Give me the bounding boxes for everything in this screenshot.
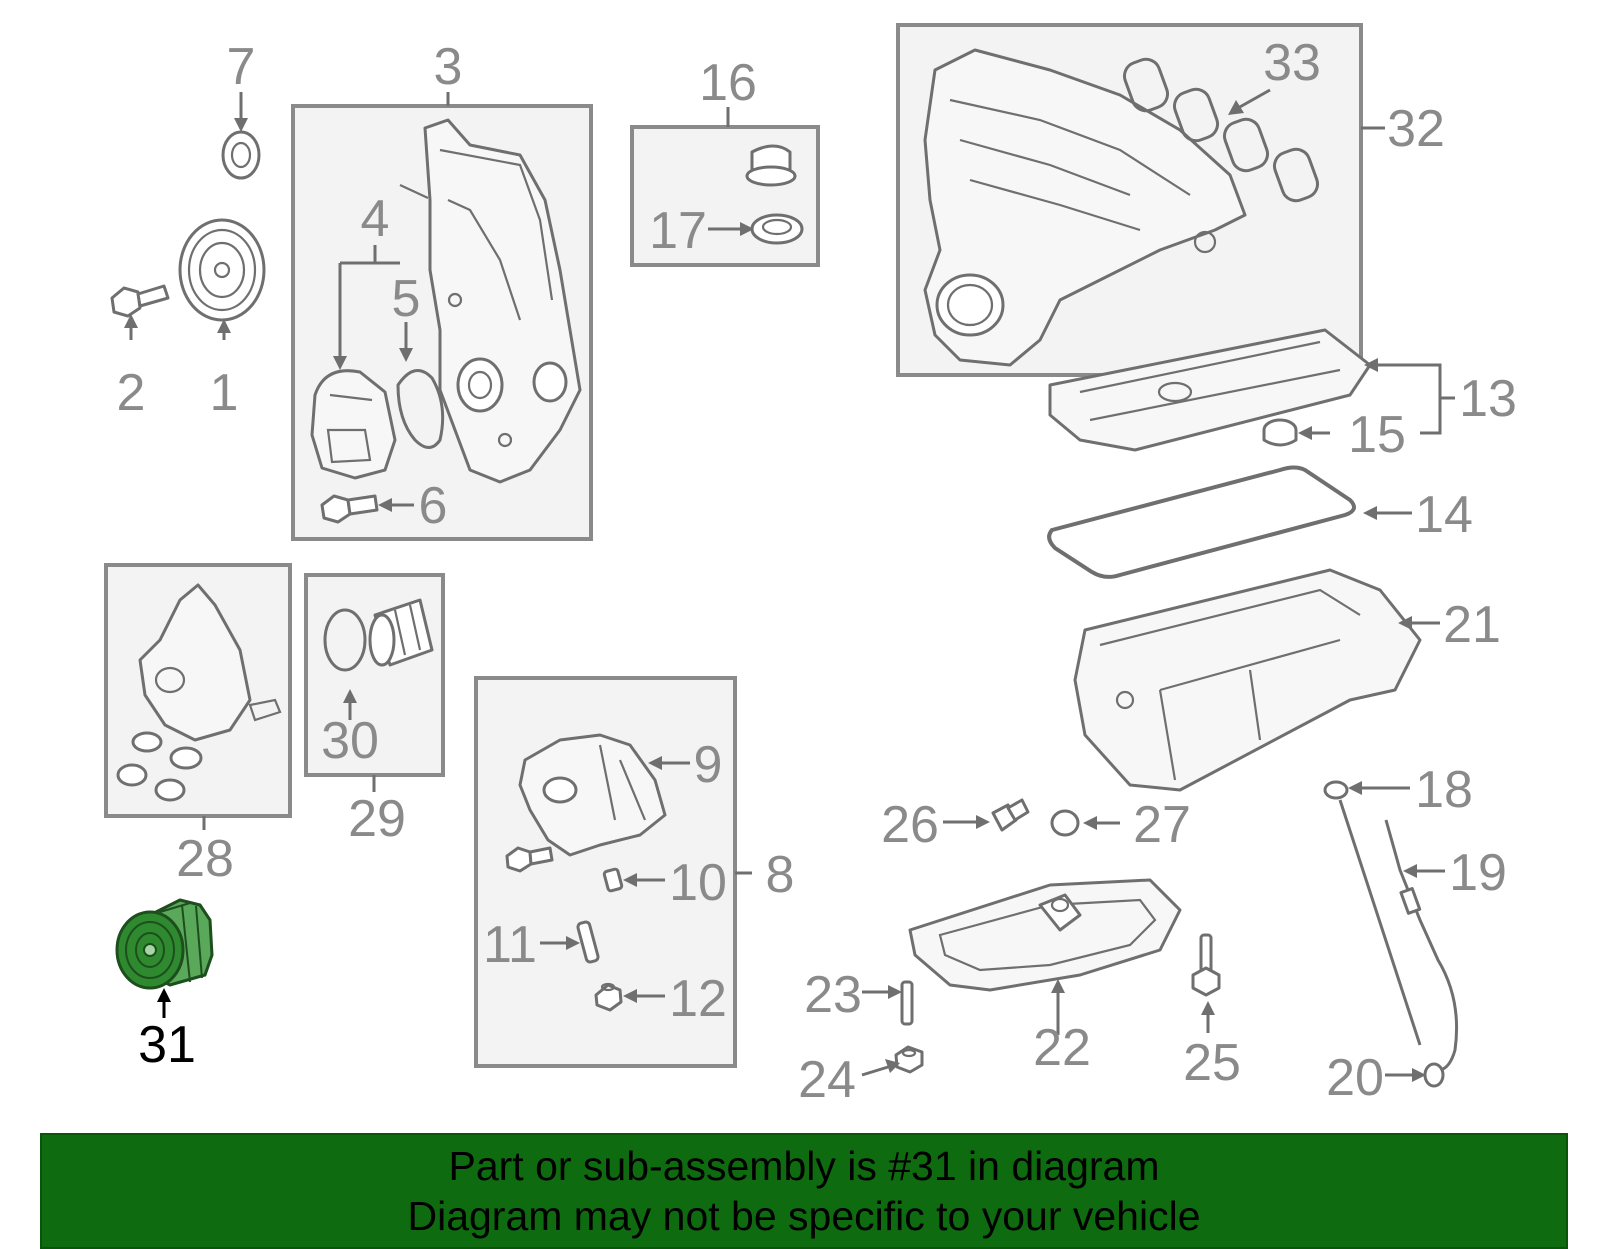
info-banner: Part or sub-assembly is #31 in diagram D… bbox=[40, 1133, 1568, 1249]
part-4-water-pump-drawing bbox=[310, 369, 397, 480]
callout-24: 24 bbox=[798, 1051, 856, 1109]
callout-30: 30 bbox=[321, 712, 379, 770]
callout-25: 25 bbox=[1183, 1034, 1241, 1092]
part-22-oil-pan-lower-drawing bbox=[908, 878, 1182, 992]
callout-29: 29 bbox=[348, 790, 406, 848]
part-14-gasket-drawing bbox=[1047, 465, 1356, 579]
banner-line-1: Part or sub-assembly is #31 in diagram bbox=[448, 1143, 1160, 1189]
part-9-oil-pump-drawing bbox=[518, 733, 667, 857]
part-1-pulley-drawing bbox=[178, 218, 266, 322]
callout-16: 16 bbox=[699, 54, 757, 112]
part-2-bolt-drawing bbox=[110, 284, 170, 318]
part-21-oil-pan-upper-drawing bbox=[1073, 568, 1422, 792]
part-23-stud-drawing bbox=[900, 980, 914, 1026]
part-24-nut-drawing bbox=[894, 1045, 924, 1074]
banner-line-2: Diagram may not be specific to your vehi… bbox=[407, 1193, 1201, 1239]
callout-33: 33 bbox=[1263, 34, 1321, 92]
part-26-sensor-drawing bbox=[991, 798, 1030, 832]
callout-31: 31 bbox=[138, 1016, 196, 1074]
part-18-dipstick-drawing bbox=[1323, 780, 1422, 1046]
callout-19: 19 bbox=[1449, 844, 1507, 902]
callout-17: 17 bbox=[649, 202, 707, 260]
part-30-o-ring-drawing bbox=[323, 608, 367, 672]
callout-3: 3 bbox=[434, 38, 463, 96]
part-10-spring-drawing bbox=[602, 867, 624, 893]
part-19-guide-drawing bbox=[1384, 819, 1459, 1072]
part-28-water-pump-assembly-drawing bbox=[116, 583, 282, 802]
callout-15: 15 bbox=[1348, 406, 1406, 464]
part-29-oil-filter-drawing bbox=[368, 598, 434, 667]
callout-20: 20 bbox=[1326, 1049, 1384, 1107]
part-5-gasket-drawing bbox=[396, 369, 445, 449]
part-11-pin-drawing bbox=[576, 920, 600, 964]
part-6-bolt-drawing bbox=[320, 494, 379, 524]
callout-9: 9 bbox=[694, 736, 723, 794]
callout-5: 5 bbox=[392, 270, 421, 328]
callout-6: 6 bbox=[419, 477, 448, 535]
callout-22: 22 bbox=[1033, 1019, 1091, 1077]
callout-32: 32 bbox=[1387, 100, 1445, 158]
callout-11: 11 bbox=[483, 916, 537, 974]
callout-1: 1 bbox=[210, 364, 239, 422]
part-16-oil-cap-drawing bbox=[745, 144, 797, 187]
part-32-intake-manifold-drawing bbox=[923, 48, 1247, 367]
callout-7: 7 bbox=[227, 38, 256, 96]
callout-labels: 1 2 3 4 5 6 7 8 9 10 11 12 13 14 15 16 1… bbox=[117, 34, 1517, 1109]
callout-21: 21 bbox=[1443, 596, 1501, 654]
part-31-highlighted-pulley-drawing bbox=[115, 898, 214, 990]
callout-14: 14 bbox=[1415, 486, 1473, 544]
callout-28: 28 bbox=[176, 830, 234, 888]
part-3-timing-cover-drawing bbox=[399, 118, 582, 484]
part-7-seal-drawing bbox=[221, 130, 261, 180]
part-17-gasket-drawing bbox=[750, 213, 804, 245]
part-13-valve-cover-drawing bbox=[1048, 328, 1372, 452]
part-33-gasket-drawing bbox=[1122, 57, 1320, 203]
part-15-cap-drawing bbox=[1262, 418, 1298, 447]
callout-13: 13 bbox=[1459, 370, 1517, 428]
leader-lines bbox=[124, 88, 1455, 1082]
part-20-o-ring-drawing bbox=[1423, 1062, 1445, 1088]
part-12-plug-drawing bbox=[594, 982, 623, 1012]
callout-27: 27 bbox=[1133, 796, 1191, 854]
part-27-washer-drawing bbox=[1050, 809, 1080, 837]
part-25-bolt-drawing bbox=[1191, 933, 1221, 997]
callout-4: 4 bbox=[361, 190, 390, 248]
callout-23: 23 bbox=[804, 966, 862, 1024]
callout-10: 10 bbox=[669, 854, 727, 912]
callout-18: 18 bbox=[1415, 761, 1473, 819]
part-8-bolt-drawing bbox=[505, 846, 554, 873]
callout-12: 12 bbox=[669, 970, 727, 1028]
callout-8: 8 bbox=[766, 846, 795, 904]
callout-2: 2 bbox=[117, 364, 146, 422]
callout-26: 26 bbox=[881, 796, 939, 854]
